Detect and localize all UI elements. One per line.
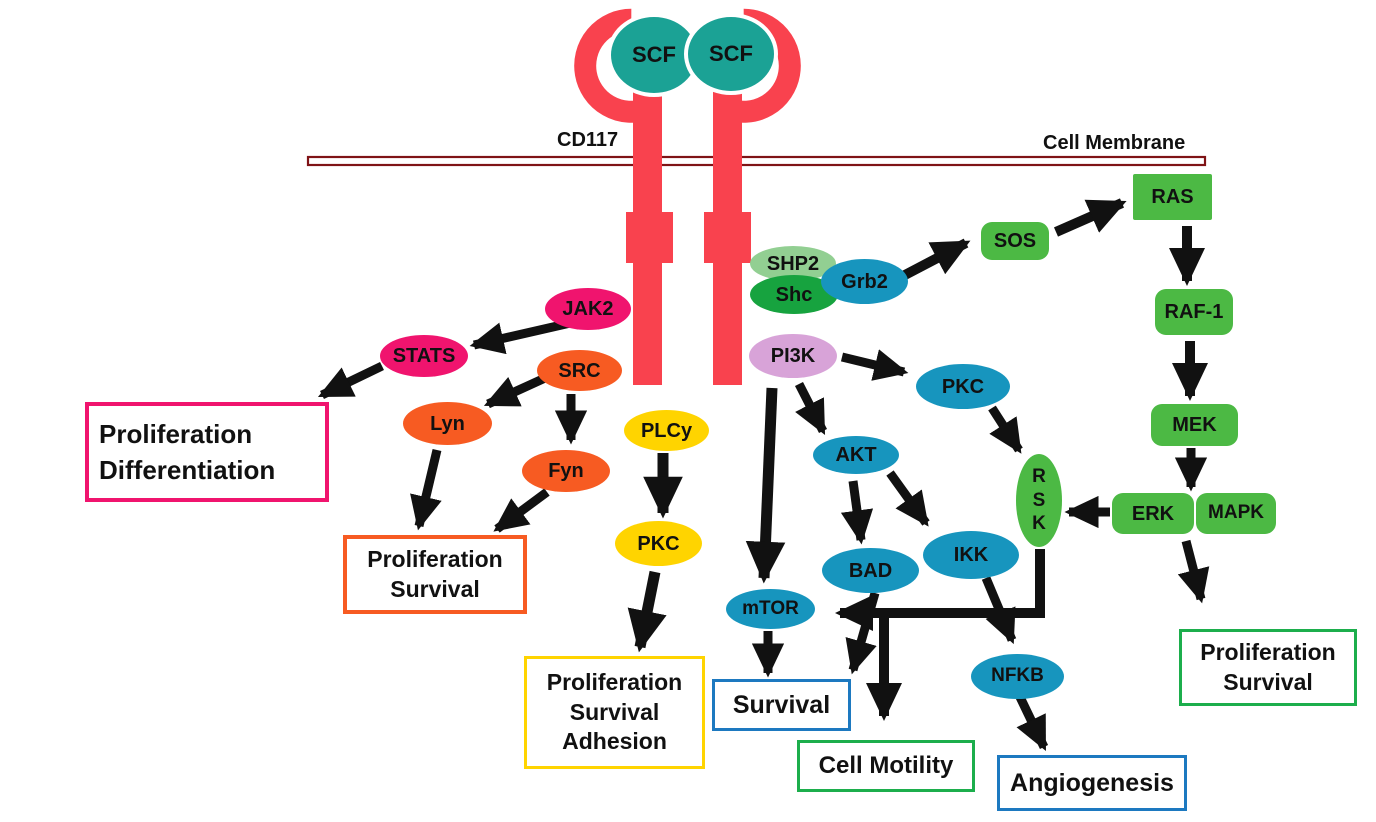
node-pkc-yellow: PKC [615,521,702,566]
ligand-scf-right: SCF [684,13,778,95]
node-grb2: Grb2 [821,259,908,304]
node-pkc-blue: PKC [916,364,1010,409]
cell-membrane-line [306,155,1207,167]
receptor-label: CD117 [557,129,619,151]
node-ras: RAS [1133,174,1212,220]
outcome-survival: Survival [712,679,851,731]
outcome-proliferation-survival-left: Proliferation Survival [343,535,527,614]
node-mek: MEK [1151,404,1238,446]
arrows-layer [317,198,1210,752]
node-akt: AKT [813,436,899,474]
node-bad: BAD [822,548,919,593]
outcome-proliferation-survival-adhesion: Proliferation Survival Adhesion [524,656,705,769]
node-rsk: R S K [1016,454,1062,547]
node-src: SRC [537,350,622,391]
outcome-cell-motility: Cell Motility [797,740,975,792]
node-fyn: Fyn [522,450,610,492]
node-mtor: mTOR [726,589,815,629]
node-sos: SOS [981,222,1049,260]
node-erk: ERK [1112,493,1194,534]
outcome-proliferation-survival-right: Proliferation Survival [1179,629,1357,706]
outcome-angiogenesis: Angiogenesis [997,755,1187,811]
node-mapk: MAPK [1196,493,1276,534]
node-nfkb: NFKB [971,654,1064,699]
node-stats: STATS [380,335,468,377]
node-lyn: Lyn [403,402,492,445]
node-raf1: RAF-1 [1155,289,1233,335]
outcome-proliferation-differentiation: Proliferation Differentiation [85,402,329,502]
node-pi3k: PI3K [749,334,837,378]
node-plcy: PLCy [624,410,709,451]
node-jak2: JAK2 [545,288,631,330]
node-ikk: IKK [923,531,1019,579]
membrane-label: Cell Membrane [1043,132,1186,154]
receptor-shape [574,8,801,385]
